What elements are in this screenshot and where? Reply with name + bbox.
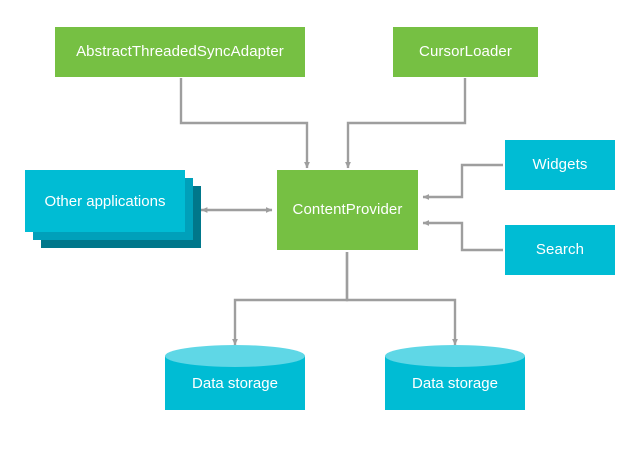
cylinder-bottom-ellipse-right (385, 388, 525, 410)
node-label-cursorloader: CursorLoader (419, 43, 512, 61)
cylinder-top-ellipse-right (385, 345, 525, 367)
cylinder-bottom-ellipse-left (165, 388, 305, 410)
node-label-widgets: Widgets (532, 156, 588, 174)
node-label-data-storage-right: Data storage (412, 375, 498, 392)
edge-widgets-to-contentprovider (422, 163, 503, 200)
node-abstractthreadedsyncadapter[interactable]: AbstractThreadedSyncAdapter (55, 27, 305, 77)
node-label-other-applications: Other applications (44, 192, 166, 210)
node-data-storage-left[interactable]: Data storage (165, 345, 305, 421)
edge-syncadapter-to-contentprovider (179, 78, 310, 169)
node-label-abstractthreadedsyncadapter: AbstractThreadedSyncAdapter (76, 43, 284, 61)
node-contentprovider[interactable]: ContentProvider (277, 170, 418, 250)
edge-search-to-contentprovider (422, 220, 503, 252)
other-applications-sheet-front[interactable]: Other applications (25, 170, 185, 232)
node-search[interactable]: Search (505, 225, 615, 275)
node-label-contentprovider: ContentProvider (292, 201, 403, 219)
node-widgets[interactable]: Widgets (505, 140, 615, 190)
node-other-applications[interactable]: Other applications (25, 170, 201, 248)
edge-contentprovider-to-storage-right (345, 252, 458, 346)
cylinder-top-ellipse-left (165, 345, 305, 367)
node-data-storage-right[interactable]: Data storage (385, 345, 525, 421)
node-cursorloader[interactable]: CursorLoader (393, 27, 538, 77)
node-label-search: Search (535, 241, 585, 259)
node-label-data-storage-left: Data storage (192, 375, 278, 392)
edge-contentprovider-to-storage-left (232, 252, 349, 346)
edge-cursorloader-to-contentprovider (345, 78, 467, 169)
